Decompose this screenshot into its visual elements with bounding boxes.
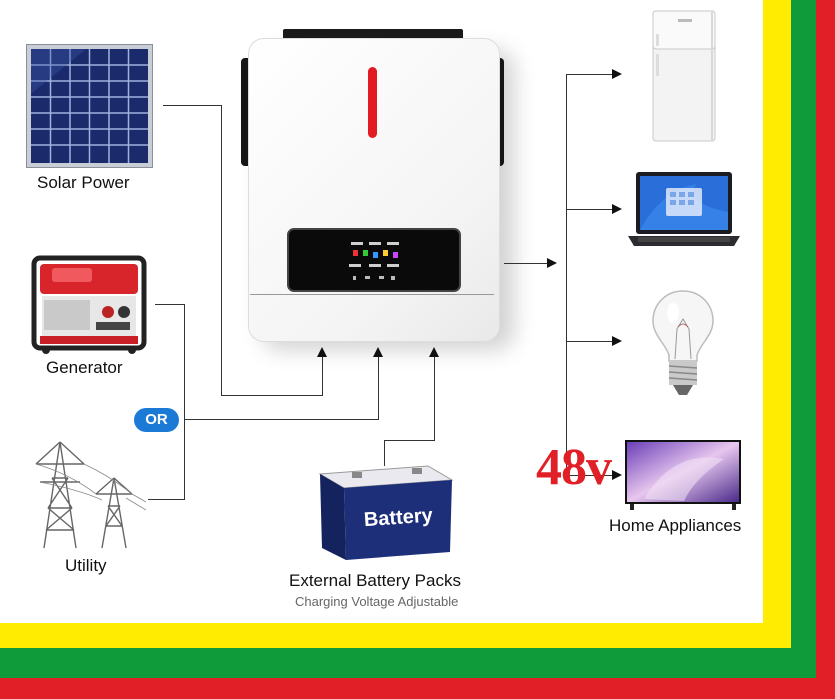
arrow-right-icon: [547, 258, 557, 268]
arrow-right-icon: [612, 69, 622, 79]
utility-label: Utility: [65, 556, 107, 575]
output-wire: [566, 74, 614, 75]
television-icon: [625, 440, 741, 510]
output-wire: [566, 341, 614, 342]
inverter-led-strip: [368, 67, 377, 138]
battery-wire: [384, 440, 385, 466]
arrow-up-icon: [317, 347, 327, 357]
battery-wire: [434, 355, 435, 441]
arrow-right-icon: [612, 204, 622, 214]
appliances-label: Home Appliances: [609, 516, 742, 535]
arrow-up-icon: [429, 347, 439, 357]
utility-wire: [148, 499, 185, 500]
output-wire: [566, 475, 614, 476]
generator-icon: [31, 255, 147, 354]
source-bus-wire: [184, 304, 185, 500]
solar-wire: [221, 395, 323, 396]
solar-wire: [221, 105, 222, 396]
ac-input-wire: [378, 355, 379, 420]
battery-body-text: Battery: [363, 504, 434, 531]
battery-title: External Battery Packs: [289, 571, 461, 590]
arrow-right-icon: [612, 470, 622, 480]
battery-subtitle: Charging Voltage Adjustable: [295, 594, 459, 609]
output-bus-wire: [566, 74, 567, 476]
laptop-icon: [628, 172, 740, 246]
ac-input-wire: [184, 419, 379, 420]
refrigerator-icon: [652, 10, 716, 142]
generator-wire: [155, 304, 185, 305]
arrow-right-icon: [612, 336, 622, 346]
diagram-canvas: Solar Power Generator Utility OR: [0, 0, 763, 623]
voltage-label: 48v: [536, 439, 612, 496]
inverter-side-left: [241, 58, 251, 166]
battery-wire: [384, 440, 435, 441]
light-bulb-icon: [652, 290, 714, 395]
output-wire: [566, 209, 614, 210]
solar-wire: [163, 105, 222, 106]
battery-icon: Battery: [318, 465, 454, 560]
solar-label: Solar Power: [37, 173, 130, 192]
solar-panel-icon: [26, 44, 153, 168]
output-wire: [504, 263, 548, 264]
or-badge: OR: [134, 408, 179, 432]
arrow-up-icon: [373, 347, 383, 357]
inverter-divider: [250, 294, 494, 295]
generator-label: Generator: [46, 358, 123, 377]
solar-wire: [322, 355, 323, 396]
display-readout-icon: [349, 242, 399, 280]
power-pylon-icon: [35, 441, 146, 549]
inverter-display: [287, 228, 461, 292]
